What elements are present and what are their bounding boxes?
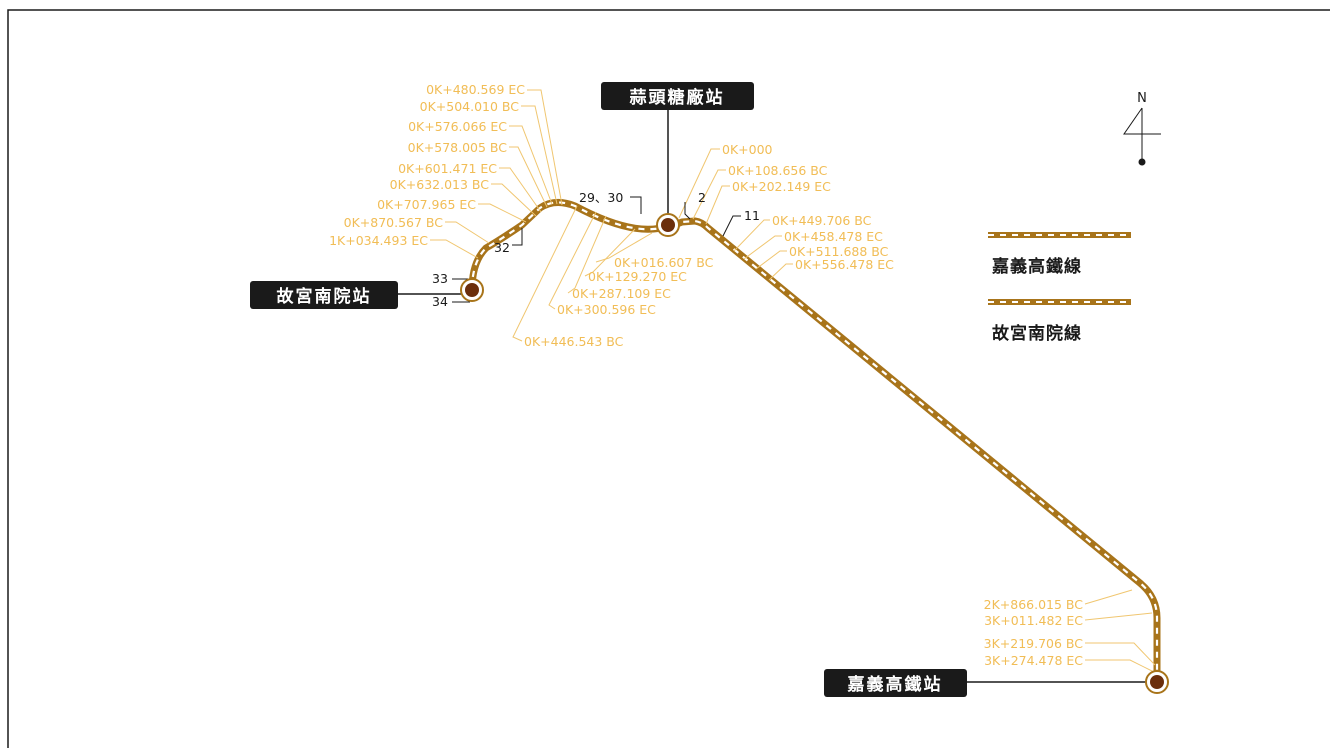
leaders-right-upper [678,148,730,225]
leader [548,211,597,310]
curve-label: 0K+576.066 EC [408,119,507,134]
leader [521,105,558,205]
station-suantou: 蒜頭糖廠站 [601,82,754,237]
station-hsr: 嘉義高鐵站 [824,669,1169,697]
curve-label: 0K+556.478 EC [795,257,894,272]
leaders-middle-lower [512,205,653,342]
curve-labels-right-upper: 0K+000 0K+108.656 BC 0K+202.149 EC [722,142,831,194]
pier-label: 2 [698,190,706,205]
pier-label: 34 [432,294,448,309]
leader [509,146,548,208]
curve-label: 0K+707.965 EC [377,197,476,212]
leader [1084,589,1133,605]
station-label-box [250,281,398,309]
diagram-frame [7,9,1330,748]
leader [743,235,782,260]
curve-label: 0K+480.569 EC [426,82,525,97]
track-main [668,217,1161,686]
pier-label: 32 [494,240,510,255]
leader [733,219,770,252]
track-branch-dashes [470,201,669,291]
station-label: 蒜頭糖廠站 [630,87,725,108]
curve-label: 2K+866.015 BC [984,597,1084,612]
leader [567,215,607,294]
station-label: 嘉義高鐵站 [847,674,943,695]
leader [705,185,730,225]
pier-leader [630,196,642,214]
curve-label: 0K+016.607 BC [614,255,714,270]
leader [1085,642,1156,666]
curve-label: 0K+129.270 EC [588,269,687,284]
leader [491,183,537,217]
curve-label: 0K+202.149 EC [732,179,831,194]
station-label-box [824,669,967,697]
leader [509,125,553,205]
legend-label-line2: 故宮南院線 [992,323,1082,344]
pier-markers: 2 11 29、30 32 33 34 [432,190,760,309]
leader [445,221,490,244]
station-palace: 故宮南院站 [250,278,484,309]
curve-label: 0K+578.005 BC [408,140,508,155]
curve-label: 0K+511.688 BC [789,244,889,259]
curve-label: 0K+108.656 BC [728,163,828,178]
curve-label: 1K+034.493 EC [329,233,428,248]
leader [478,203,527,223]
curve-labels-bottom-right: 2K+866.015 BC 3K+011.482 EC 3K+219.706 B… [984,597,1084,668]
leader [768,263,793,281]
curve-label: 0K+287.109 EC [572,286,671,301]
curve-label: 0K+504.010 BC [420,99,520,114]
pier-leader [722,215,741,237]
north-arrow-icon [1123,107,1161,162]
leader [512,205,578,342]
pier-label: 11 [744,208,760,223]
station-marker-core [1150,675,1164,689]
leader [692,169,726,220]
curve-label: 3K+274.478 EC [984,653,1083,668]
station-label: 故宮南院站 [277,286,372,307]
leader [678,148,720,219]
leaders-bottom-right [1084,589,1156,673]
pier-leader [684,202,691,220]
curve-label: 0K+446.543 BC [524,334,624,349]
leader [1084,612,1153,621]
curve-label: 0K+300.596 EC [557,302,656,317]
curve-label: 0K+449.706 BC [772,213,872,228]
curve-labels-left-upper: 0K+480.569 EC 0K+504.010 BC 0K+576.066 E… [329,82,525,248]
leader [430,239,479,259]
legend: 嘉義高鐵線 故宮南院線 [988,232,1131,344]
curve-label: 3K+219.706 BC [984,636,1084,651]
curve-label: 0K+632.013 BC [390,177,490,192]
curve-labels-middle-lower: 0K+016.607 BC 0K+129.270 EC 0K+287.109 E… [524,255,714,349]
leader [527,89,563,206]
curve-label: 0K+870.567 BC [344,215,444,230]
pier-label: 29、30 [579,190,623,205]
north-label: N [1137,91,1147,106]
pier-leader [512,228,523,246]
leader [499,167,542,213]
pier-label: 33 [432,271,448,286]
leaders-right-mid [733,219,793,281]
leader [595,232,653,263]
north-arrow: N [1123,91,1161,166]
station-marker-core [661,218,675,232]
leader [584,228,636,277]
legend-label-line1: 嘉義高鐵線 [991,256,1082,277]
station-label-box [601,82,754,110]
track-main-dashes [671,219,1159,682]
rail-route [468,199,1161,686]
north-arrow-dot [1138,158,1146,166]
curve-label: 0K+601.471 EC [398,161,497,176]
leader [1085,659,1155,673]
curve-label: 0K+458.478 EC [784,229,883,244]
curve-label: 3K+011.482 EC [984,613,1083,628]
curve-label: 0K+000 [722,142,773,157]
station-marker-core [465,283,479,297]
leader [755,250,787,270]
curve-labels-right-mid: 0K+449.706 BC 0K+458.478 EC 0K+511.688 B… [772,213,894,272]
leaders-left-upper [430,89,563,259]
